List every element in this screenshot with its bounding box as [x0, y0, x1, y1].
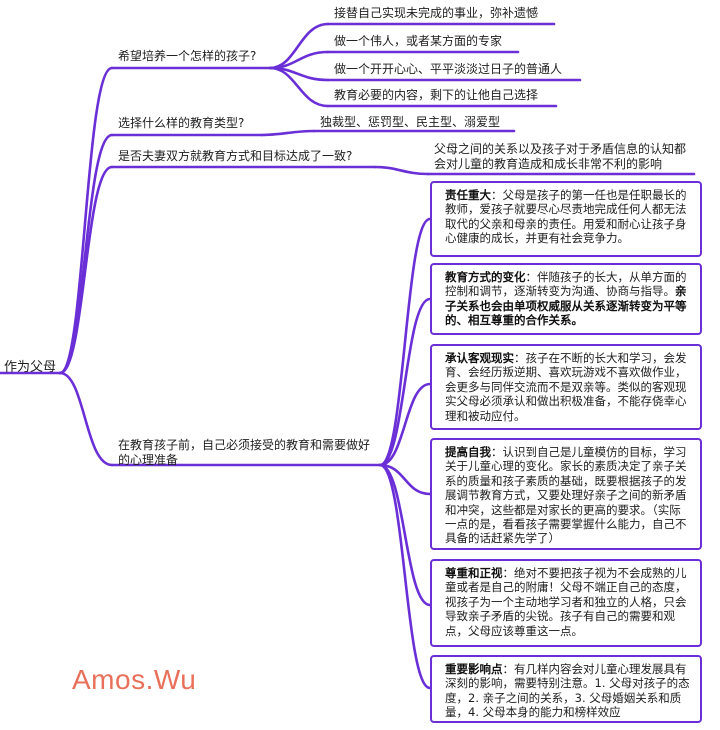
branch-goal: 希望培养一个怎样的孩子?: [118, 49, 257, 63]
prep-box-self-improvement: 提高自我：认识到自己是儿童模仿的目标，学习关于儿童心理的变化。家长的素质决定了亲…: [430, 438, 702, 550]
prep-box-title: 重要影响点: [445, 662, 503, 676]
education-type-list: 独裁型、惩罚型、民主型、溺爱型: [320, 115, 501, 129]
prep-box-title: 承认客观现实: [445, 351, 514, 365]
branch-education-type: 选择什么样的教育类型?: [118, 116, 245, 130]
prep-box-method-change: 教育方式的变化：伴随孩子的长大，从单方面的控制和调节，逐渐转变为沟通、协商与指导…: [430, 263, 702, 335]
root-node: 作为父母: [4, 360, 57, 375]
prep-box-responsibility: 责任重大：父母是孩子的第一任也是任职最长的教师，爱孩子就要尽心尽责地完成任何人都…: [430, 181, 702, 257]
prep-box-bold-text: 亲子关系也会由单项权威服从关系逐渐转变为平等的、相互尊重的合作关系。: [445, 284, 687, 328]
prep-box-text: ：绝对不要把孩子视为不会成熟的儿童或者是自己的附庸！父母不端正自己的态度，视孩子…: [445, 566, 687, 638]
prep-box-title: 提高自我: [445, 445, 491, 459]
prep-box-text: ：认识到自己是儿童模仿的目标，学习关于儿童心理的变化。家长的素质决定了亲子关系的…: [445, 445, 687, 546]
prep-box-text: ：孩子在不断的长大和学习，会发育、会经历叛逆期、喜欢玩游戏不喜欢做作业，会更多与…: [445, 351, 687, 423]
consensus-note: 父母之间的关系以及孩子对于矛盾信息的认知都会对儿童的教育造成和成长非常不利的影响: [434, 142, 687, 171]
branch-preparation: 在教育孩子前，自己必须接受的教育和需要做好的心理准备: [118, 438, 371, 467]
prep-box-title: 尊重和正视: [445, 566, 503, 580]
prep-box-title: 教育方式的变化: [445, 270, 526, 284]
prep-box-reality: 承认客观现实：孩子在不断的长大和学习，会发育、会经历叛逆期、喜欢玩游戏不喜欢做作…: [430, 344, 702, 430]
goal-option-3: 做一个开开心心、平平淡淡过日子的普通人: [334, 62, 563, 76]
prep-box-text: ：有几样内容会对儿童心理发展具有深刻的影响，需要特别注意。1. 父母对孩子的态度…: [445, 662, 690, 720]
goal-option-1: 接替自己实现未完成的事业，弥补遗憾: [334, 6, 539, 20]
goal-option-4: 教育必要的内容，剩下的让他自己选择: [334, 88, 539, 102]
prep-box-text: ：父母是孩子的第一任也是任职最长的教师，爱孩子就要尽心尽责地完成任何人都无法取代…: [445, 188, 687, 246]
branch-consensus: 是否夫妻双方就教育方式和目标达成了一致?: [118, 149, 353, 163]
goal-option-2: 做一个伟人，或者某方面的专家: [334, 34, 503, 48]
prep-box-key-influences: 重要影响点：有几样内容会对儿童心理发展具有深刻的影响，需要特别注意。1. 父母对…: [430, 655, 702, 723]
prep-box-title: 责任重大: [445, 188, 491, 202]
author-watermark: Amos.Wu: [72, 664, 197, 695]
prep-box-text: ：伴随孩子的长大，从单方面的控制和调节，逐渐转变为沟通、协商与指导。: [445, 270, 687, 299]
prep-box-respect: 尊重和正视：绝对不要把孩子视为不会成熟的儿童或者是自己的附庸！父母不端正自己的态…: [430, 559, 702, 647]
